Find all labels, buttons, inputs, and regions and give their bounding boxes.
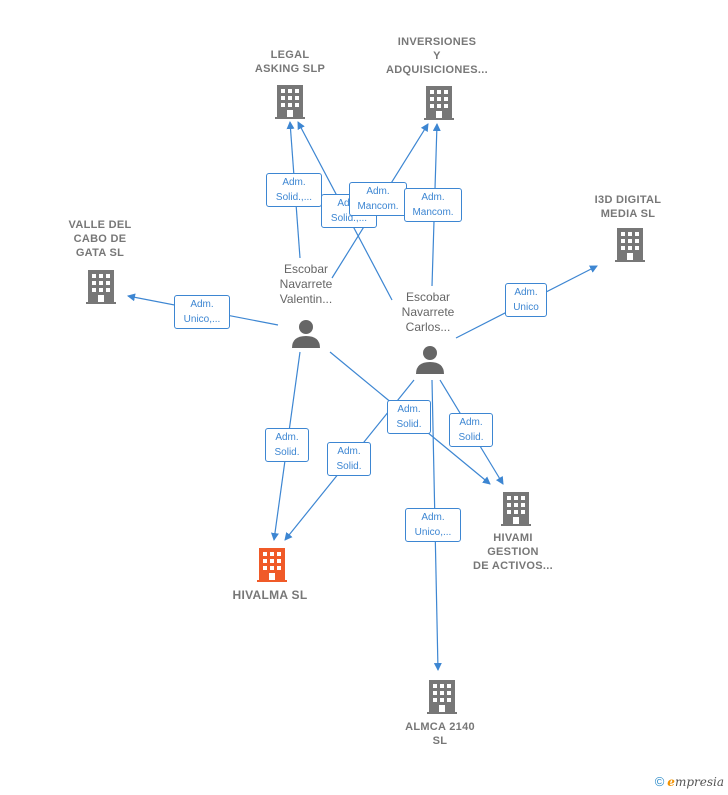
company-label: INVERSIONES Y ADQUISICIONES... bbox=[386, 36, 488, 76]
company-label: VALLE DEL CABO DE GATA SL bbox=[68, 219, 132, 259]
building-icon bbox=[615, 228, 645, 262]
company-label: LEGAL ASKING SLP bbox=[254, 49, 326, 75]
company-label: ALMCA 2140 SL bbox=[405, 721, 475, 747]
person-label: Escobar Navarrete Carlos... bbox=[401, 290, 455, 334]
edge-label[interactable]: Adm. Unico,... bbox=[405, 508, 461, 542]
company-node-hivami[interactable]: HIVAMI GESTION DE ACTIVOS... bbox=[463, 531, 563, 573]
edge-label[interactable]: Adm. Solid. bbox=[265, 428, 309, 462]
edge-label[interactable]: Adm. Unico,... bbox=[174, 295, 230, 329]
building-icon bbox=[86, 270, 116, 304]
person-icon bbox=[292, 320, 320, 348]
company-node-almca[interactable]: ALMCA 2140 SL bbox=[390, 720, 490, 748]
company-label: HIVAMI GESTION DE ACTIVOS... bbox=[473, 532, 553, 572]
building-icon bbox=[501, 492, 531, 526]
person-label: Escobar Navarrete Valentin... bbox=[279, 262, 333, 306]
company-label: HIVALMA SL bbox=[232, 588, 308, 602]
edge-label[interactable]: Adm. Solid. bbox=[387, 400, 431, 434]
edge-label[interactable]: Adm. Mancom. bbox=[404, 188, 462, 222]
company-node-legal-asking[interactable]: LEGAL ASKING SLP bbox=[240, 48, 340, 76]
edge-label[interactable]: Adm. Solid.,... bbox=[266, 173, 322, 207]
company-label: I3D DIGITAL MEDIA SL bbox=[594, 194, 662, 220]
company-node-valle-cabo[interactable]: VALLE DEL CABO DE GATA SL bbox=[50, 218, 150, 260]
brand-initial: e bbox=[667, 775, 675, 789]
building-icon bbox=[424, 86, 454, 120]
building-icon bbox=[427, 680, 457, 714]
company-node-i3d[interactable]: I3D DIGITAL MEDIA SL bbox=[578, 193, 678, 221]
brand-name: mpresia bbox=[674, 775, 724, 789]
building-icon bbox=[275, 85, 305, 119]
edge-label[interactable]: Adm. Mancom. bbox=[349, 182, 407, 216]
person-icon bbox=[416, 346, 444, 374]
copyright-symbol: © bbox=[654, 774, 665, 789]
building-icon-main bbox=[257, 548, 287, 582]
edge-label[interactable]: Adm. Unico bbox=[505, 283, 547, 317]
empresia-watermark: ©empresia bbox=[655, 774, 724, 789]
edge-label[interactable]: Adm. Solid. bbox=[449, 413, 493, 447]
edge-label[interactable]: Adm. Solid. bbox=[327, 442, 371, 476]
company-node-inversiones[interactable]: INVERSIONES Y ADQUISICIONES... bbox=[377, 35, 497, 77]
person-node-carlos[interactable]: Escobar Navarrete Carlos... bbox=[378, 290, 478, 335]
person-node-valentin[interactable]: Escobar Navarrete Valentin... bbox=[256, 262, 356, 307]
company-node-hivalma[interactable]: HIVALMA SL bbox=[210, 588, 330, 602]
